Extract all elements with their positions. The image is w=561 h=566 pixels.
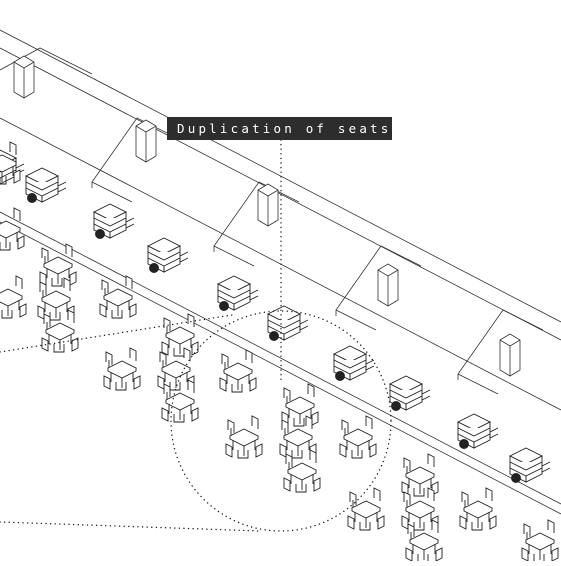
vendor-cart (92, 203, 135, 239)
gable-eave-4 (457, 373, 499, 395)
table-set (347, 487, 385, 531)
street-edges (0, 211, 561, 515)
annotation-leaders (0, 139, 392, 532)
table-set (157, 347, 195, 391)
table-set (39, 243, 77, 287)
roof-upper-eave (0, 47, 561, 341)
chimney-4 (377, 263, 399, 307)
table-set (99, 275, 137, 319)
table-set (339, 415, 377, 459)
table-set (37, 277, 75, 321)
table-set (219, 349, 257, 393)
table-set (281, 383, 319, 427)
gable-eave-2 (213, 245, 255, 267)
curb-line-lower (0, 221, 561, 515)
table-set (401, 453, 439, 497)
gable-1 (91, 117, 178, 188)
table-set (161, 313, 199, 357)
table-set (103, 347, 141, 391)
building-roofline (0, 29, 561, 411)
gable-eave-3 (335, 309, 377, 331)
chimney-1 (13, 55, 35, 99)
table-set (225, 415, 263, 459)
vendor-cart (456, 413, 499, 449)
vendor-carts (0, 149, 551, 483)
annotation-label: Duplication of seats (167, 117, 392, 140)
vendor-cart (216, 275, 259, 311)
magnify-circle (170, 310, 392, 532)
vendor-cart (508, 447, 551, 483)
table-set (41, 309, 79, 353)
chimney-2 (135, 119, 157, 163)
table-sets (0, 141, 559, 563)
vendor-cart (24, 167, 67, 203)
table-set (459, 487, 497, 531)
roof-ridge-line (0, 29, 561, 323)
leader-lower-ray (0, 521, 261, 532)
gable-0 (0, 47, 93, 75)
gable-eave-1 (91, 181, 133, 203)
table-set (0, 141, 21, 185)
chimney-3 (257, 183, 279, 227)
table-set (521, 519, 559, 563)
table-set (0, 207, 25, 251)
chimney-5 (499, 333, 521, 377)
gable-4 (457, 309, 544, 380)
vendor-cart (146, 237, 189, 273)
gable-3 (335, 245, 422, 316)
vendor-cart (388, 375, 431, 411)
table-set (283, 449, 321, 493)
vendor-cart (266, 305, 309, 341)
table-set (0, 275, 27, 319)
vendor-cart (332, 345, 375, 381)
curb-line-upper (0, 211, 561, 505)
gable-2 (213, 181, 300, 252)
